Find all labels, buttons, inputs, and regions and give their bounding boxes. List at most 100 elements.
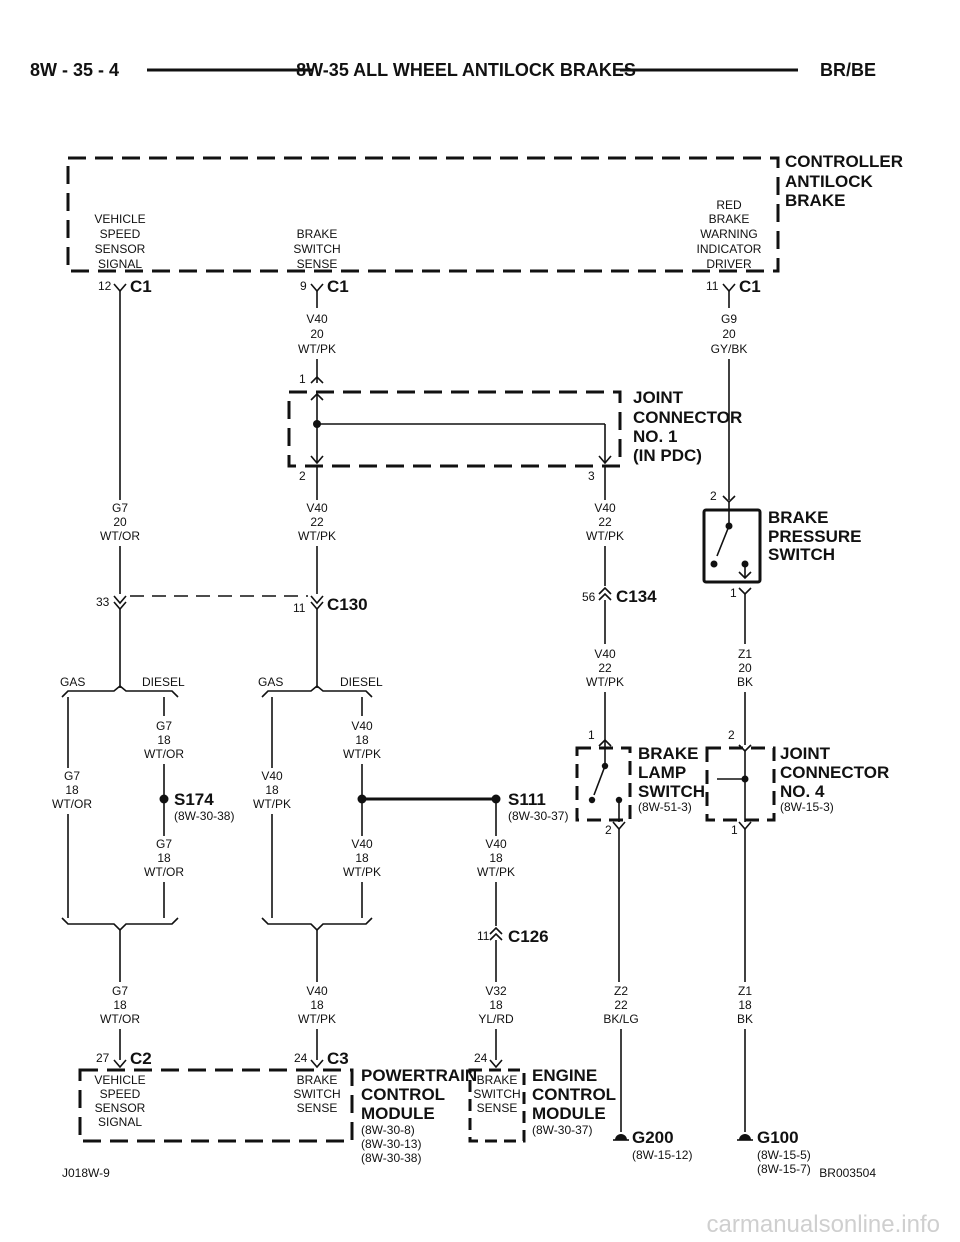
page-title: 8W-35 ALL WHEEL ANTILOCK BRAKES <box>296 60 636 80</box>
powertrain-control-module: 27 C2 24 C3 VEHICLE SPEED SENSOR SIGNAL … <box>78 1049 477 1165</box>
wire-label: 22 <box>614 998 628 1012</box>
pin-function-text: SWITCH <box>293 1087 340 1101</box>
brake-lamp-switch-title: SWITCH <box>638 782 705 801</box>
page-header: 8W - 35 - 4 8W-35 ALL WHEEL ANTILOCK BRA… <box>30 60 876 80</box>
ground-g200: G200 (8W-15-12) <box>613 1128 692 1162</box>
wire-label: YL/RD <box>478 1012 514 1026</box>
pcm-ref: (8W-30-13) <box>361 1137 421 1151</box>
joint-connector-4-ref: (8W-15-3) <box>780 800 834 814</box>
wire-label: 22 <box>310 515 324 529</box>
wire-label: 18 <box>355 733 369 747</box>
wire-label: WT/OR <box>144 865 184 879</box>
footer-drawing-code: J018W-9 <box>62 1166 110 1180</box>
connector-label: C1 <box>130 277 152 296</box>
ground-g100-label: G100 <box>757 1128 799 1147</box>
wire-label: WT/PK <box>298 1012 336 1026</box>
splice-s174-label: S174 <box>174 790 214 809</box>
wire-label: WT/PK <box>253 797 291 811</box>
wire-label: BK <box>737 1012 753 1026</box>
pin-number: 11 <box>293 601 306 615</box>
pin-function-text: SENSE <box>297 1101 338 1115</box>
model-code: BR/BE <box>820 60 876 80</box>
connector-c1: 12 C1 9 C1 11 C1 <box>98 277 761 296</box>
wire-label: G9 <box>721 312 737 326</box>
pin-function-text: SENSE <box>477 1101 518 1115</box>
wire-label: 22 <box>598 515 612 529</box>
splice-s111-label: S111 <box>508 790 546 809</box>
pin-function-text: RED <box>716 198 742 212</box>
wire-label: WT/PK <box>298 342 336 356</box>
wire-label: V40 <box>351 719 373 733</box>
pin-number: 2 <box>710 489 717 503</box>
wire-label: WT/PK <box>343 747 381 761</box>
wire-label: V40 <box>306 984 328 998</box>
connector-c126: 11 C126 <box>477 926 549 946</box>
diesel-option-label: DIESEL <box>142 675 185 689</box>
wire-label: WT/PK <box>477 865 515 879</box>
wire-label: V40 <box>306 312 328 326</box>
splice-s111: S111 (8W-30-37) <box>491 790 568 823</box>
pin-function-text: BRAKE <box>297 1073 338 1087</box>
pin-function-text: SWITCH <box>293 242 340 256</box>
pin-number: 1 <box>730 586 737 600</box>
connector-c134: 56 C134 <box>582 586 657 606</box>
brake-pressure-switch: 2 BRAKE PRESSURE SWITCH 1 <box>702 489 862 600</box>
connector-label: C2 <box>130 1049 152 1068</box>
splice-s111-ref: (8W-30-37) <box>508 809 568 823</box>
abs-controller-title-2: ANTILOCK <box>785 172 874 191</box>
pin-function-text: WARNING <box>700 227 758 241</box>
pin-number: 24 <box>474 1051 488 1065</box>
wire-label: 20 <box>722 327 736 341</box>
connector-c130: 33 11 C130 <box>96 595 368 615</box>
ground-g100-ref: (8W-15-5) <box>757 1148 811 1162</box>
wire-label: WT/OR <box>144 747 184 761</box>
pin-function-text: SPEED <box>100 1087 141 1101</box>
wire-label: 18 <box>157 851 171 865</box>
connector-label: C130 <box>327 595 368 614</box>
pin-number: 11 <box>706 279 719 293</box>
pin-function-text: VEHICLE <box>94 1073 145 1087</box>
wire-label: Z1 <box>738 984 752 998</box>
wire-label: GY/BK <box>711 342 748 356</box>
wire-label: 18 <box>738 998 752 1012</box>
brake-lamp-switch-ref: (8W-51-3) <box>638 800 692 814</box>
engine-control-module: 24 BRAKE SWITCH SENSE ENGINE CONTROL MOD… <box>468 1051 616 1143</box>
splice-s174-ref: (8W-30-38) <box>174 809 234 823</box>
pin-number: 56 <box>582 590 596 604</box>
pin-function-text: BRAKE <box>477 1073 518 1087</box>
wire-label: V40 <box>351 837 373 851</box>
wire-label: WT/PK <box>586 529 624 543</box>
wire-label: G7 <box>112 501 128 515</box>
wire-label: V32 <box>485 984 507 998</box>
joint-connector-1: JOINT CONNECTOR NO. 1 (IN PDC) 2 3 <box>287 388 742 483</box>
joint-connector-1-title: (IN PDC) <box>633 446 702 465</box>
connector-label: C1 <box>739 277 761 296</box>
pin-function-text: SENSOR <box>95 1101 146 1115</box>
wire-label: 18 <box>489 851 503 865</box>
pin-number: 12 <box>98 279 112 293</box>
wire-label: Z2 <box>614 984 628 998</box>
wire-label: G7 <box>156 719 172 733</box>
brake-pressure-switch-title: BRAKE <box>768 508 828 527</box>
pin-number: 9 <box>300 279 307 293</box>
ground-g200-ref: (8W-15-12) <box>632 1148 692 1162</box>
wire-label: 18 <box>265 783 279 797</box>
brake-pressure-switch-title: PRESSURE <box>768 527 862 546</box>
pin-function-text: BRAKE <box>709 212 750 226</box>
page-number: 8W - 35 - 4 <box>30 60 119 80</box>
pin-function-text: SIGNAL <box>98 1115 142 1129</box>
pin-function-text: VEHICLE <box>94 212 145 226</box>
ground-g100: G100 (8W-15-5) (8W-15-7) <box>737 1128 811 1176</box>
pin-number: 1 <box>588 728 595 742</box>
wire-label: V40 <box>261 769 283 783</box>
pcm-title: MODULE <box>361 1104 435 1123</box>
ecm-ref: (8W-30-37) <box>532 1123 592 1137</box>
pin-function-text: SENSE <box>297 257 338 271</box>
wire-label: V40 <box>306 501 328 515</box>
footer-figure-id: BR003504 <box>819 1166 876 1180</box>
pin-function-text: DRIVER <box>706 257 752 271</box>
wire-label: 20 <box>310 327 324 341</box>
pin-number: 27 <box>96 1051 110 1065</box>
ground-icon <box>739 1134 751 1140</box>
wire-label: V40 <box>485 837 507 851</box>
